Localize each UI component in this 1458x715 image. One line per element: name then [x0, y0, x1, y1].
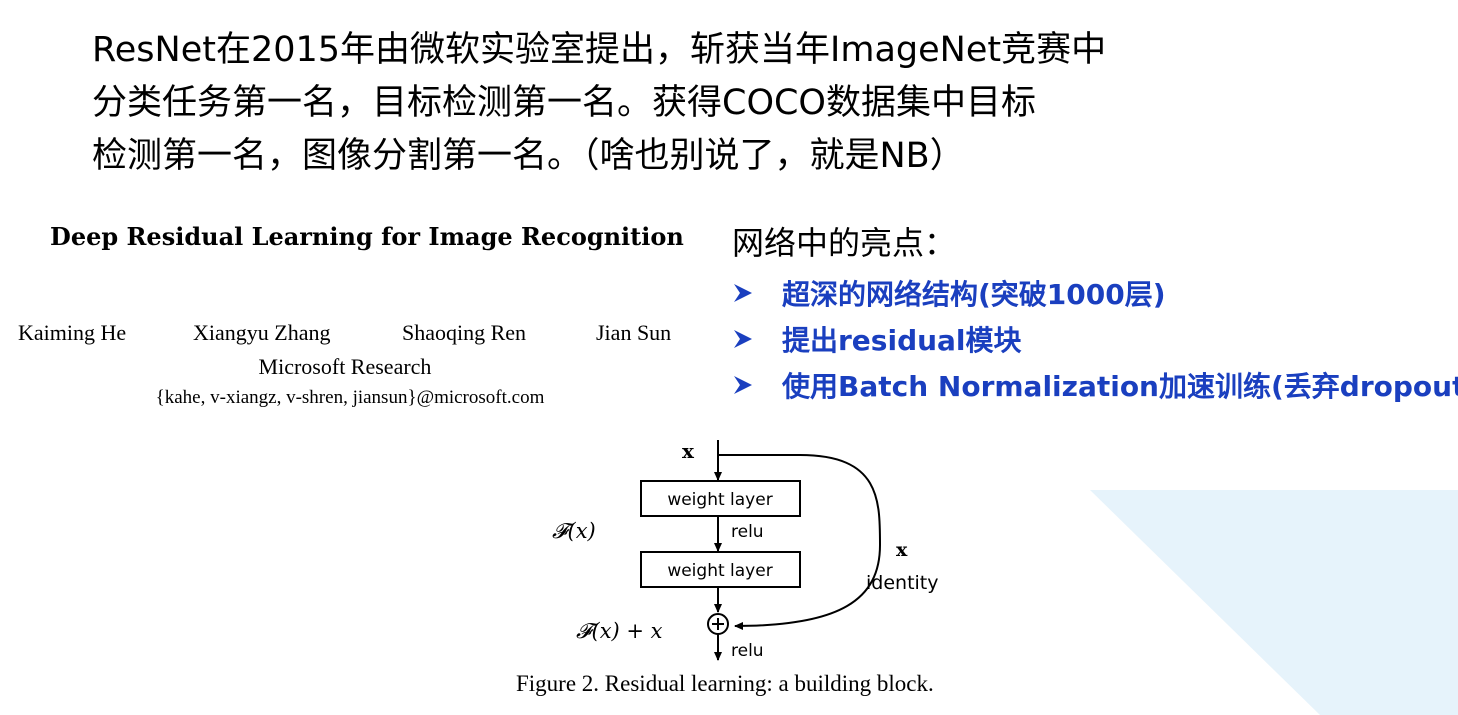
highlights-list: 超深的网络结构(突破1000层) 提出residual模块 使用Batch No…: [732, 270, 1458, 408]
author-name: Shaoqing Ren: [402, 320, 527, 345]
figure-caption: Figure 2. Residual learning: a building …: [516, 671, 934, 696]
highlight-text: 提出residual模块: [782, 324, 1022, 357]
weight-layer-label: weight layer: [667, 561, 772, 581]
output-relu-label: relu: [731, 641, 764, 661]
weight-layer-box: [640, 551, 801, 588]
author-name: Jian Sun: [596, 320, 672, 345]
highlight-text: 超深的网络结构(突破1000层): [782, 278, 1166, 311]
arrowhead-icon: [732, 374, 782, 396]
intro-line: 检测第一名，图像分割第一名。（啥也别说了，就是NB）: [92, 136, 965, 176]
paper-title: Deep Residual Learning for Image Recogni…: [50, 222, 684, 251]
skip-x-label: x: [896, 539, 908, 561]
author-name: Xiangyu Zhang: [193, 320, 331, 345]
highlight-item: 超深的网络结构(突破1000层): [732, 270, 1458, 316]
sum-label: 𝓕(x) + x: [576, 619, 663, 643]
affiliation: Microsoft Research: [258, 354, 432, 379]
identity-label: identity: [866, 572, 939, 594]
highlights-title: 网络中的亮点：: [732, 224, 957, 262]
identity-shortcut: [734, 454, 882, 630]
fx-label: 𝓕(x): [552, 519, 596, 543]
author-emails: {kahe, v-xiangz, v-shren, jiansun}@micro…: [155, 387, 545, 408]
arrowhead-icon: [732, 282, 782, 304]
weight-layer-box: [640, 480, 801, 517]
weight-layer-label: weight layer: [667, 490, 772, 510]
intro-line: 分类任务第一名，目标检测第一名。获得COCO数据集中目标: [92, 83, 1036, 123]
decorative-triangle: [1090, 490, 1458, 715]
highlight-text: 使用Batch Normalization加速训练(丢弃dropout): [782, 370, 1458, 403]
arrowhead-icon: [732, 328, 782, 350]
highlight-item: 使用Batch Normalization加速训练(丢弃dropout): [732, 362, 1458, 408]
intro-paragraph: ResNet在2015年由微软实验室提出，斩获当年ImageNet竞赛中 分类任…: [92, 24, 1212, 183]
highlight-item: 提出residual模块: [732, 316, 1458, 362]
plus-circle-icon: [707, 613, 729, 635]
author-name: Kaiming He: [18, 320, 127, 345]
relu-label: relu: [731, 522, 764, 542]
intro-line: ResNet在2015年由微软实验室提出，斩获当年ImageNet竞赛中: [92, 30, 1107, 70]
input-label: x: [682, 439, 695, 463]
